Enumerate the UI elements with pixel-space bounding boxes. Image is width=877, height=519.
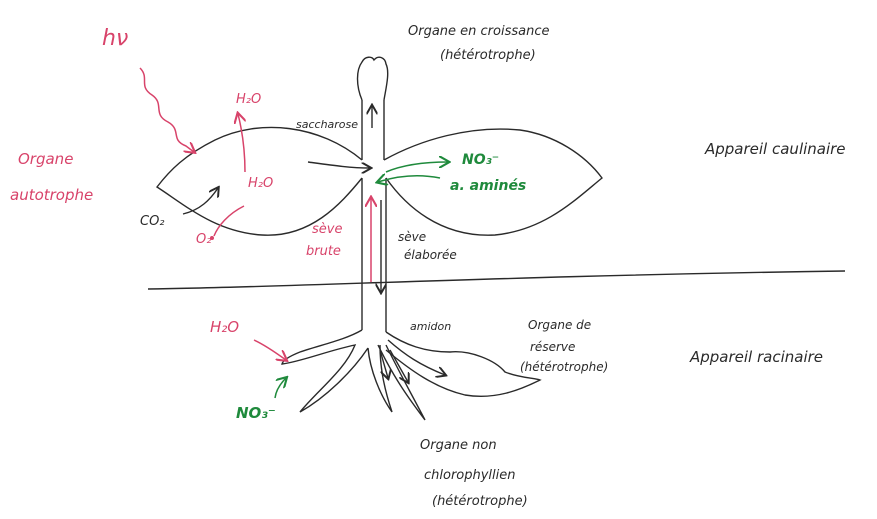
- no3-root-label: NO₃⁻: [236, 404, 276, 422]
- o2-label: O₂: [196, 232, 211, 247]
- roots: [282, 330, 540, 420]
- appareil-racinaire-label: Appareil racinaire: [690, 348, 823, 366]
- reserve-organ-label-1: Organe de: [528, 318, 591, 332]
- seve-elaboree-label-2: élaborée: [404, 248, 457, 262]
- seve-elaboree-label-1: sève: [398, 230, 426, 244]
- non-chloro-organ-label-1: Organe non: [420, 438, 497, 453]
- seve-brute-label-2: brute: [306, 244, 341, 259]
- growing-organ-label-2: (hétérotrophe): [440, 48, 536, 63]
- arrow-light-wave: [140, 68, 194, 152]
- appareil-caulinaire-label: Appareil caulinaire: [705, 140, 846, 158]
- arrow-co2: [183, 188, 218, 214]
- arrow-h2o-root: [254, 340, 286, 360]
- autotroph-organ-label-1: Organe: [18, 150, 73, 168]
- amidon-label: amidon: [410, 320, 451, 333]
- co2-label: CO₂: [140, 214, 165, 229]
- arrow-saccharose: [308, 162, 370, 168]
- non-chloro-organ-label-3: (hétérotrophe): [432, 494, 528, 509]
- growing-organ-label-1: Organe en croissance: [408, 24, 550, 39]
- hv-label: hν: [102, 26, 128, 51]
- arrow-amines-back: [378, 176, 440, 182]
- reserve-organ-label-2: réserve: [530, 340, 575, 354]
- saccharose-label: saccharose: [296, 118, 358, 131]
- arrow-h2o-transpiration: [238, 114, 245, 172]
- no3-leaf-label: NO₃⁻: [462, 152, 499, 168]
- h2o-root-label: H₂O: [210, 318, 239, 336]
- h2o-leaf-label: H₂O: [248, 176, 273, 191]
- reserve-organ-label-3: (hétérotrophe): [520, 360, 608, 374]
- autotroph-organ-label-2: autotrophe: [10, 186, 93, 204]
- arrow-amidon: [388, 340, 445, 375]
- acides-amines-label: a. aminés: [450, 178, 526, 194]
- arrow-no3-leaf: [386, 162, 448, 172]
- non-chloro-organ-label-2: chlorophyllien: [424, 468, 516, 483]
- seve-brute-label-1: sève: [312, 222, 342, 237]
- ground-line: [148, 271, 845, 289]
- arrow-no3-root: [275, 378, 286, 398]
- plant-stem: [358, 57, 388, 332]
- h2o-top-label: H₂O: [236, 92, 261, 107]
